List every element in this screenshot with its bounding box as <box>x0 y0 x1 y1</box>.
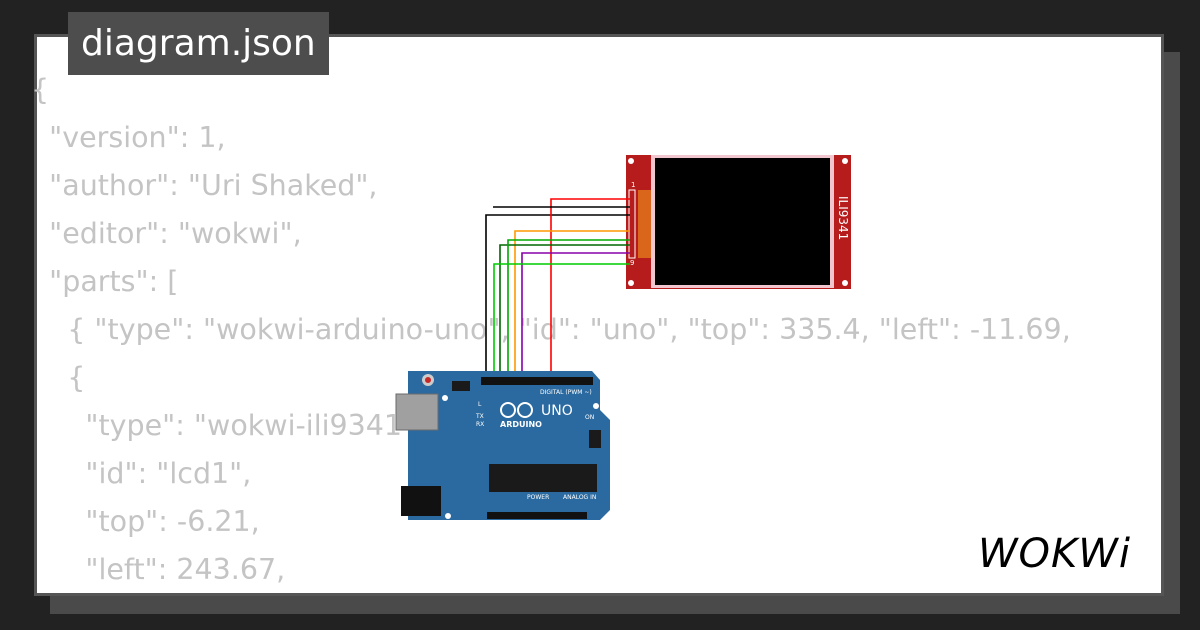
lcd-pin-header <box>628 189 636 259</box>
rx-label: RX <box>476 421 484 428</box>
code-line: "top": -6.21, <box>31 505 260 538</box>
wire-reset[interactable] <box>514 230 630 378</box>
brand-label: ARDUINO <box>500 420 542 429</box>
lcd-mount-hole <box>842 280 848 286</box>
code-line: "parts": [ <box>31 265 179 298</box>
lcd-mount-hole <box>628 158 634 164</box>
digital-header <box>481 377 593 385</box>
wire-vcc[interactable] <box>550 198 630 377</box>
digital-label: DIGITAL (PWM ~) <box>540 389 592 396</box>
board-mount-hole <box>442 395 448 401</box>
board-mount-hole <box>445 513 451 519</box>
arduino-uno[interactable]: UNO ARDUINO DIGITAL (PWM ~) POWER ANALOG… <box>395 371 610 520</box>
code-line: "version": 1, <box>31 121 226 154</box>
on-led-label: ON <box>585 414 594 421</box>
board-mount-hole <box>593 403 599 409</box>
wokwi-logo: WOKWi <box>978 531 1131 577</box>
code-line: "author": "Uri Shaked", <box>31 169 378 202</box>
code-line: { "type": "wokwi-arduino-uno", "id": "un… <box>31 313 1071 346</box>
analog-label: ANALOG IN <box>563 494 596 501</box>
code-line: "left": 243.67, <box>31 553 286 586</box>
l-led-label: L <box>478 401 482 408</box>
code-line: { <box>31 361 86 394</box>
wire-mosi[interactable] <box>521 252 630 378</box>
arduino-logo-icon <box>517 402 533 418</box>
wire-sck[interactable] <box>493 263 630 378</box>
code-line: "type": "wokwi-ili9341", <box>31 409 425 442</box>
file-tab: diagram.json <box>68 12 329 75</box>
power-analog-header <box>487 512 587 519</box>
code-preview: { "version": 1, "author": "Uri Shaked", … <box>31 66 1071 594</box>
reset-button-cap <box>425 377 431 383</box>
wire-cs[interactable] <box>499 244 630 378</box>
usb-connector <box>395 393 439 431</box>
wire-gnd[interactable] <box>485 214 630 378</box>
wire-dc[interactable] <box>507 239 630 378</box>
lcd-mount-hole <box>628 280 634 286</box>
code-line: "id": "lcd1", <box>31 457 252 490</box>
lcd-pin9-marker: 9 <box>630 259 634 267</box>
atmega-chip <box>489 464 597 492</box>
power-jack <box>401 486 441 516</box>
lcd-flex-connector <box>638 190 651 258</box>
power-label: POWER <box>527 494 549 501</box>
icsp-header <box>452 381 470 391</box>
board-label: UNO <box>541 403 573 419</box>
wires <box>485 198 630 520</box>
lcd-pin1-marker: 1 <box>631 181 635 189</box>
arduino-logo-icon <box>500 402 516 418</box>
code-line: { <box>31 73 50 106</box>
lcd-module[interactable]: 1 9 ILI9341 <box>626 155 851 289</box>
code-line: "editor": "wokwi", <box>31 217 302 250</box>
tx-label: TX <box>475 413 484 420</box>
lcd-mount-hole <box>842 158 848 164</box>
icsp2-header <box>589 430 601 448</box>
lcd-screen <box>655 158 830 285</box>
lcd-label: ILI9341 <box>836 196 850 240</box>
logo-text: WOKWi <box>978 531 1131 577</box>
